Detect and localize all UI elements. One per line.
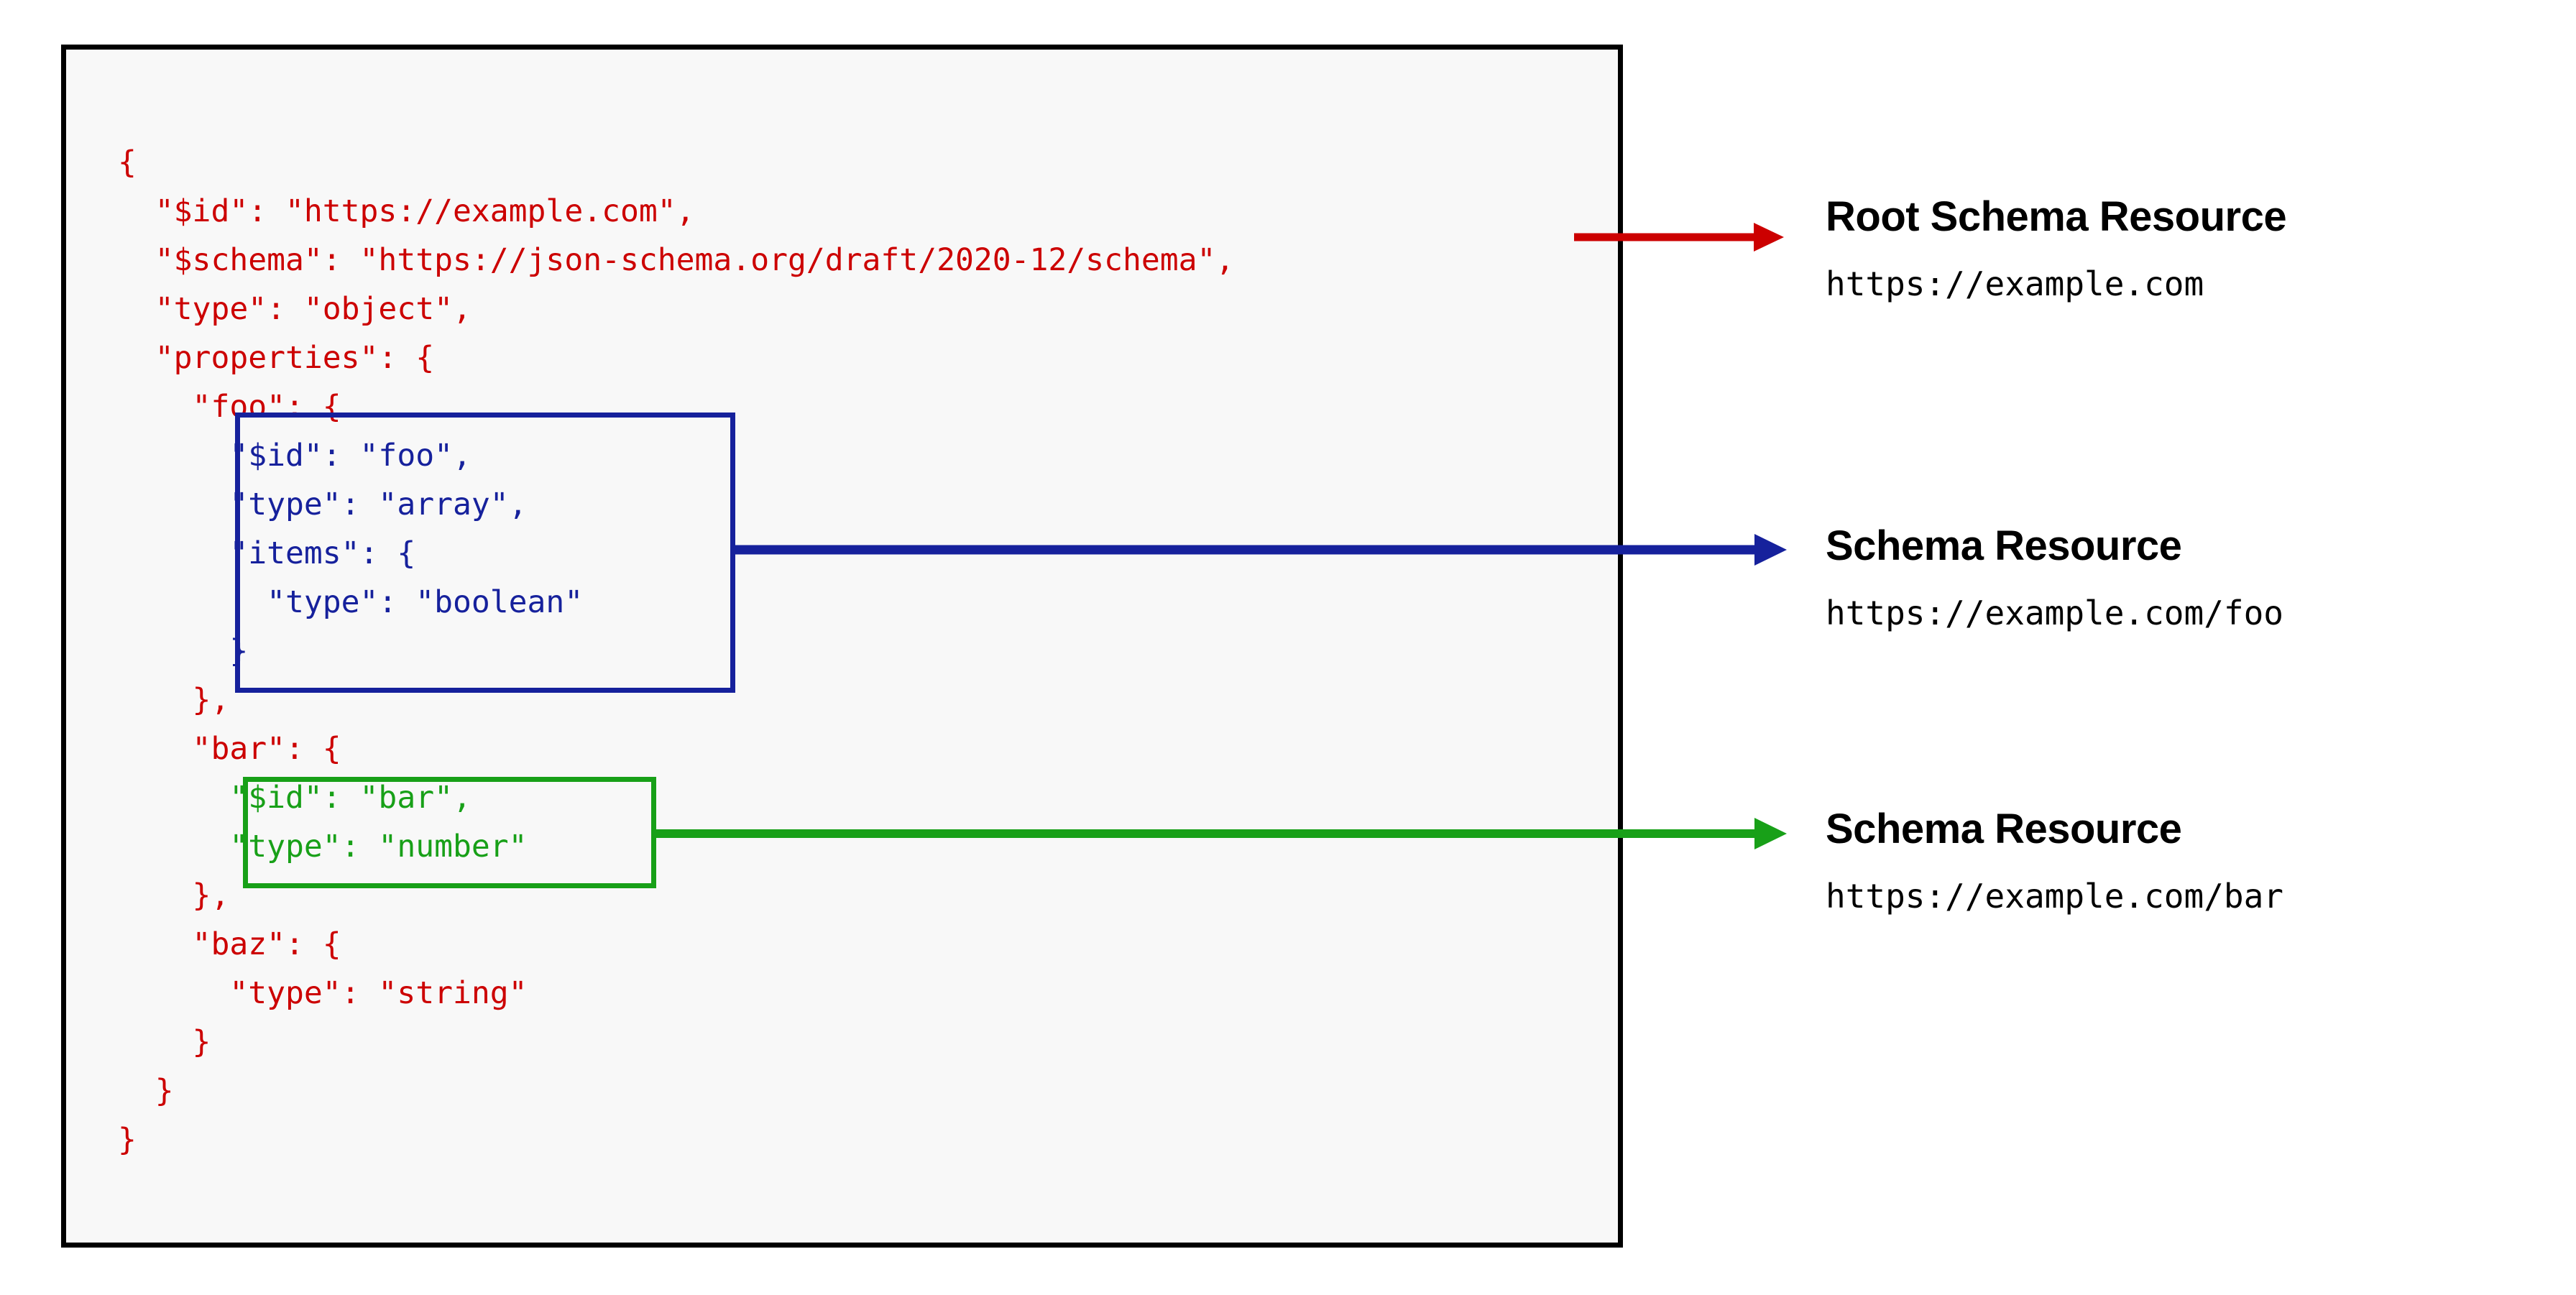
code-line: "type": "boolean" — [118, 584, 584, 620]
code-line: "type": "string" — [118, 975, 528, 1011]
code-line: "properties": { — [118, 340, 435, 376]
code-line: "type": "array", — [118, 487, 528, 522]
annotation-bar-schema-resource: Schema Resource https://example.com/bar — [1826, 806, 2544, 916]
code-line: "$id": "bar", — [118, 780, 472, 816]
red-arrow-root-schema — [1574, 223, 1784, 252]
annotation-title-foo: Schema Resource — [1826, 522, 2182, 569]
code-line: "$schema": "https://json-schema.org/draf… — [118, 242, 1235, 278]
code-line: "$id": "https://example.com", — [118, 193, 695, 229]
code-line: { — [118, 144, 137, 180]
json-schema-code-block: { "$id": "https://example.com", "$schema… — [118, 138, 1234, 1164]
code-line: } — [118, 633, 249, 669]
annotation-uri-bar: https://example.com/bar — [1826, 877, 2283, 916]
code-line: }, — [118, 682, 230, 718]
json-schema-code-panel: { "$id": "https://example.com", "$schema… — [61, 45, 1623, 1248]
code-line: } — [118, 1122, 137, 1158]
code-line: "type": "object", — [118, 291, 472, 327]
code-line: "baz": { — [118, 926, 341, 962]
code-line: "foo": { — [118, 389, 341, 425]
annotation-title-bar: Schema Resource — [1826, 806, 2182, 852]
code-line: "$id": "foo", — [118, 438, 472, 474]
annotation-foo-schema-resource: Schema Resource https://example.com/foo — [1826, 522, 2544, 633]
code-line: "bar": { — [118, 731, 341, 767]
annotation-uri-foo: https://example.com/foo — [1826, 594, 2283, 632]
code-line: "items": { — [118, 535, 416, 571]
code-line: } — [118, 1073, 174, 1109]
green-arrow-bar-schema — [651, 818, 1787, 849]
code-line: }, — [118, 877, 230, 913]
code-line: "type": "number" — [118, 829, 528, 865]
annotation-title-root: Root Schema Resource — [1826, 193, 2287, 240]
annotation-root-schema-resource: Root Schema Resource https://example.com — [1826, 193, 2544, 304]
annotation-uri-root: https://example.com — [1826, 264, 2204, 303]
code-line: } — [118, 1024, 211, 1060]
blue-arrow-foo-schema — [730, 534, 1787, 566]
